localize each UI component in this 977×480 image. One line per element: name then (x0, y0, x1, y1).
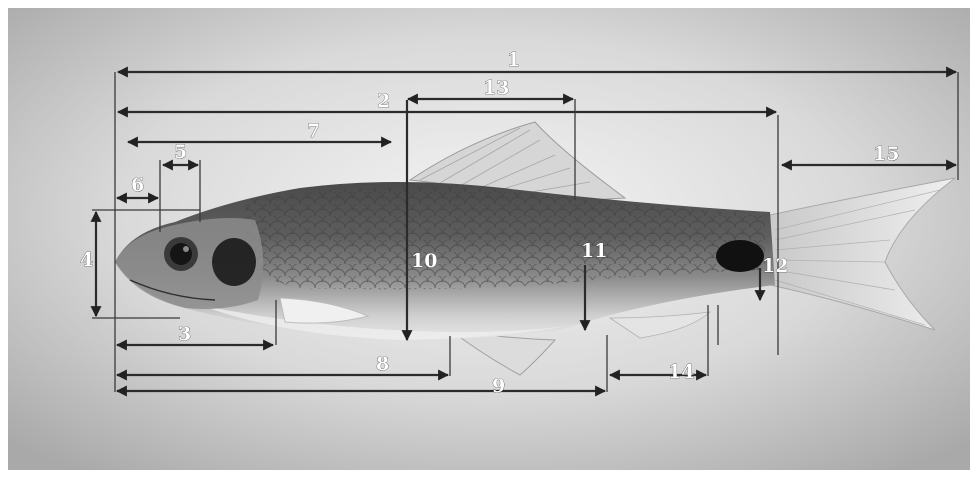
label-6: 6 (131, 174, 144, 196)
label-14: 14 (668, 361, 694, 383)
opercular-spot (212, 238, 256, 286)
label-3: 3 (178, 323, 191, 345)
label-8: 8 (376, 353, 389, 375)
label-9: 9 (492, 375, 505, 397)
caudal-spot (716, 240, 764, 272)
label-10: 10 (411, 250, 437, 272)
label-12: 12 (762, 255, 788, 277)
label-5: 5 (174, 141, 187, 163)
label-15: 15 (873, 143, 899, 165)
label-2: 2 (377, 90, 390, 112)
label-11: 11 (581, 240, 607, 262)
label-13: 13 (483, 77, 509, 99)
label-4: 4 (80, 249, 93, 271)
label-7: 7 (307, 120, 320, 142)
label-1: 1 (507, 49, 520, 71)
